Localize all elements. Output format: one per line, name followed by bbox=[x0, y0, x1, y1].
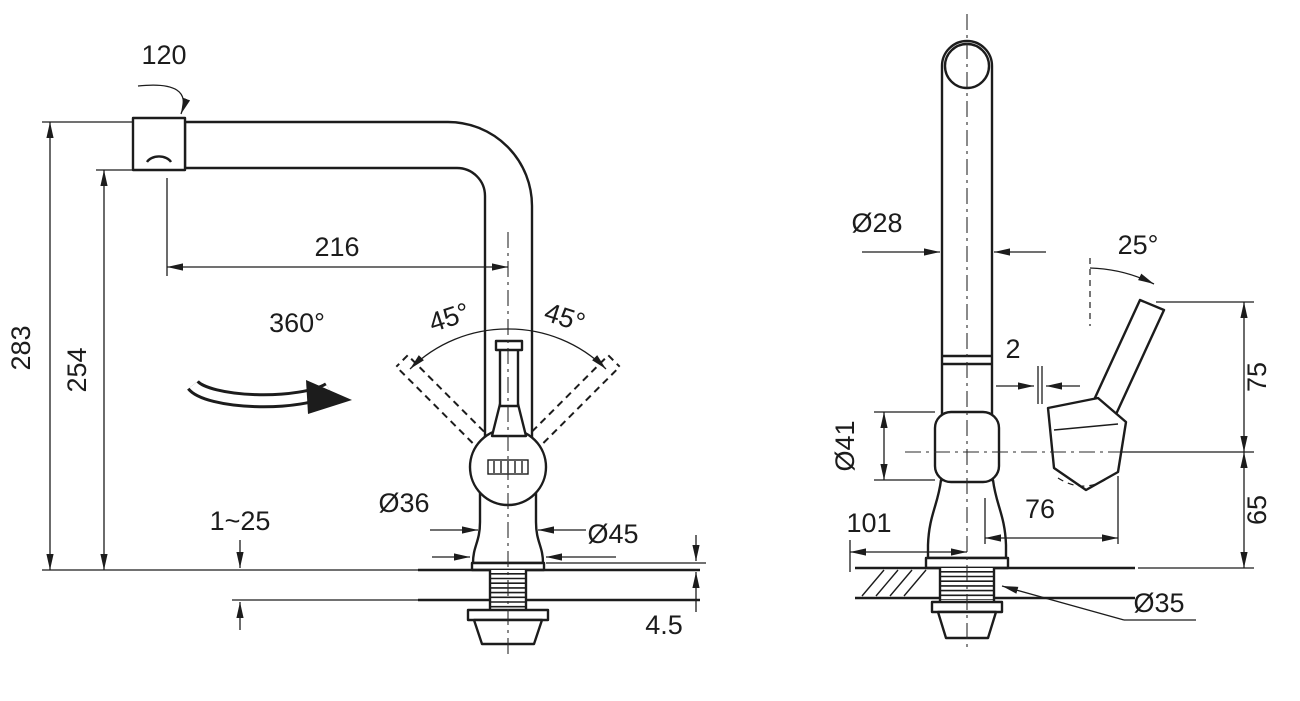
rotation-arrowhead-icon bbox=[306, 380, 352, 414]
handle-stem bbox=[498, 346, 520, 408]
dim-label-mount-thickness: 1~25 bbox=[210, 506, 271, 536]
side-view: Ø28 25° 2 Ø41 75 bbox=[830, 14, 1272, 652]
dim-mount-thickness: 1~25 bbox=[210, 506, 418, 630]
dim-label-shank-diameter: Ø35 bbox=[1133, 588, 1184, 618]
dim-label-swivel: 120 bbox=[141, 40, 186, 70]
dim-handle-length: 75 bbox=[1120, 301, 1272, 453]
dim-body-height: 65 bbox=[1138, 452, 1272, 569]
dim-base-depth: 101 bbox=[846, 508, 967, 572]
front-view: 283 254 216 120 360° 45° bbox=[6, 40, 706, 655]
dim-total-height: 283 bbox=[6, 121, 418, 571]
dim-label-pipe-diameter: Ø28 bbox=[851, 208, 902, 238]
dim-spout-height: 254 bbox=[62, 169, 133, 570]
dim-base-diameter: Ø45 bbox=[432, 519, 639, 561]
dim-label-body-diameter: Ø41 bbox=[830, 420, 860, 471]
dim-swivel: 120 bbox=[137, 40, 191, 115]
dim-handle-offset: 2 bbox=[996, 334, 1080, 404]
dim-label-body-height: 65 bbox=[1242, 495, 1272, 525]
rotation-symbol: 360° bbox=[187, 308, 352, 414]
knuckle-dashed-arc bbox=[1057, 473, 1115, 487]
dim-neck-diameter: Ø36 bbox=[378, 488, 586, 534]
spout-tube bbox=[183, 120, 534, 442]
dim-label-total-height: 283 bbox=[6, 325, 36, 370]
dim-label-handle-length: 75 bbox=[1242, 362, 1272, 392]
dim-handle-tilt: 25° bbox=[1089, 230, 1159, 326]
dim-label-neck-diameter: Ø36 bbox=[378, 488, 429, 518]
dim-label-handle-offset: 2 bbox=[1005, 334, 1020, 364]
dim-base-plate-height: 4.5 bbox=[546, 535, 706, 640]
dim-label-rotation: 360° bbox=[269, 308, 325, 338]
dim-label-base-depth: 101 bbox=[846, 508, 891, 538]
dim-reach: 216 bbox=[166, 178, 508, 276]
dim-label-handle-tilt: 25° bbox=[1118, 230, 1159, 260]
knuckle-facet-line bbox=[1053, 423, 1119, 431]
aerator-icon bbox=[145, 155, 173, 163]
handle-stem-cap bbox=[494, 339, 524, 352]
dim-label-spout-height: 254 bbox=[62, 347, 92, 392]
dim-label-reach: 216 bbox=[314, 232, 359, 262]
spout-tip bbox=[131, 116, 187, 172]
counter-hatch bbox=[861, 569, 927, 597]
dim-shank-diameter: Ø35 bbox=[1001, 585, 1196, 621]
dim-label-base-plate-height: 4.5 bbox=[645, 610, 683, 640]
dim-pipe-diameter: Ø28 bbox=[851, 208, 1046, 256]
dim-label-handle-reach: 76 bbox=[1025, 494, 1055, 524]
handle-knuckle bbox=[1046, 396, 1128, 492]
dim-label-base-diameter: Ø45 bbox=[587, 519, 638, 549]
dim-body-diameter: Ø41 bbox=[830, 411, 935, 481]
dim-handle-reach: 76 bbox=[984, 476, 1119, 544]
